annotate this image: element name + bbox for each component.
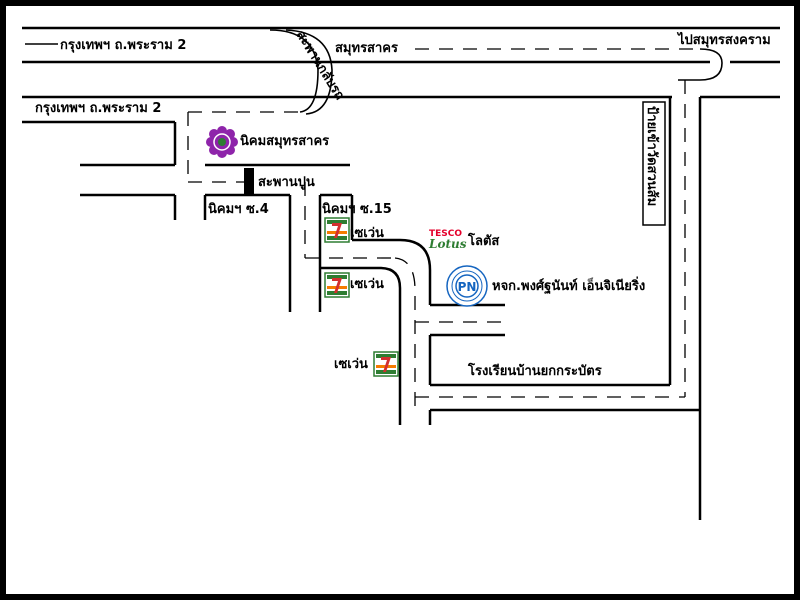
label-company: หจก.พงศ์ฐนันท์ เอ็นจิเนียริ่ง — [492, 276, 645, 295]
tesco-logo-text: TESCO — [429, 229, 462, 239]
label-tesco-lotus: โลตัส — [467, 232, 499, 249]
seven-eleven-logo-icon — [373, 351, 399, 377]
label-school: โรงเรียนบ้านยกกระบัตร — [467, 362, 602, 379]
lotus-logo-text: Lotus — [428, 237, 467, 251]
seven-eleven-logo-icon — [324, 272, 350, 298]
pn-company-logo-icon: PN — [446, 265, 488, 307]
seven-eleven-logo-icon — [324, 217, 350, 243]
label-samut-sakhon: สมุทรสาคร — [335, 41, 398, 56]
label-soi-4: นิคมฯ ซ.4 — [208, 202, 269, 217]
bridge-marker — [244, 168, 254, 194]
u-turn-overpass — [269, 29, 333, 115]
industrial-estate-logo-icon — [206, 126, 238, 158]
left-streets — [22, 111, 354, 312]
label-bridge: สะพานปูน — [258, 175, 315, 190]
label-bangkok-rama2-left: กรุงเทพฯ ถ.พระราม 2 — [35, 101, 161, 116]
temple-sign-box — [642, 101, 666, 226]
pn-logo-text: PN — [458, 280, 477, 294]
label-industrial-estate: นิคมสมุทรสาคร — [240, 134, 329, 149]
label-seven-eleven-1: เซเว่น — [350, 226, 384, 241]
tesco-lotus-logo-icon: TESCO Lotus — [428, 229, 467, 251]
factory-road — [305, 80, 702, 520]
label-soi-15: นิคมฯ ซ.15 — [322, 202, 392, 217]
label-seven-eleven-3: เซเว่น — [334, 357, 368, 372]
label-seven-eleven-2: เซเว่น — [350, 277, 384, 292]
label-temple: ป้ายเข้าวัดสวนส้ม — [644, 106, 660, 206]
label-bangkok-rama2-top: กรุงเทพฯ ถ.พระราม 2 — [60, 38, 186, 53]
highway-rama2 — [22, 26, 780, 99]
label-to-samut-songkhram: ไปสมุทรสงคราม — [676, 31, 771, 48]
